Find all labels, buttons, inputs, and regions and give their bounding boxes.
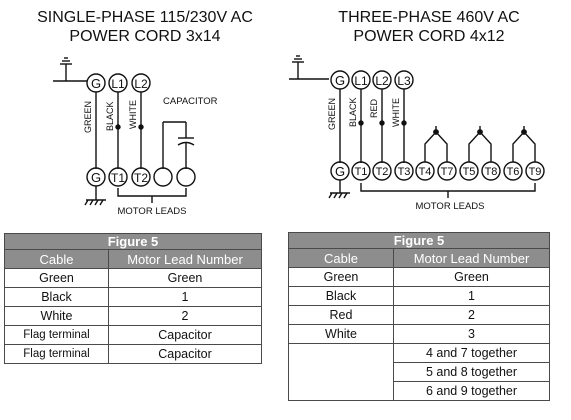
table-caption: Figure 5 xyxy=(4,233,262,250)
table-row: Flag terminal Capacitor xyxy=(4,344,262,364)
bottom-terminal-t2: T2 xyxy=(134,171,148,185)
motor-lead-cell: 4 and 7 together xyxy=(393,343,550,363)
table-row: White 3 xyxy=(288,324,550,344)
motor-leads-label: MOTOR LEADS xyxy=(416,201,485,212)
bottom-terminal-t7: T7 xyxy=(441,166,454,178)
ground-icon xyxy=(84,186,106,206)
single-phase-title-line1: SINGLE-PHASE 115/230V AC xyxy=(37,9,253,26)
motor-lead-cell: Capacitor xyxy=(108,344,262,364)
motor-lead-cell: 3 xyxy=(393,324,550,344)
ground-icon xyxy=(328,180,350,199)
column-header-cable: Cable xyxy=(288,248,394,268)
column-header-cable: Cable xyxy=(4,249,109,269)
cable-cell: Green xyxy=(4,268,109,288)
cable-cell: Black xyxy=(288,286,394,306)
wire-label-white: WHITE xyxy=(128,100,138,129)
cable-cell: Flag terminal xyxy=(4,344,109,364)
top-terminal-g: G xyxy=(335,73,345,88)
bottom-terminal-t8: T8 xyxy=(485,166,498,178)
motor-lead-cell: 1 xyxy=(393,286,550,306)
table-row: White 2 xyxy=(4,306,262,326)
bottom-terminal-g: G xyxy=(335,164,345,179)
top-terminal-l2: L2 xyxy=(134,77,148,91)
three-phase-wiring-diagram: G L1 L2 L3 GREEN BLACK RED WHITE G T1 T2… xyxy=(289,55,545,212)
motor-lead-cell: Green xyxy=(108,268,262,288)
table-row: 6 and 9 together xyxy=(289,381,550,401)
single-phase-title-line2: POWER CORD 3x14 xyxy=(69,28,221,45)
jumper-t5-t8 xyxy=(468,126,492,162)
jumper-t6-t9 xyxy=(512,126,536,162)
motor-lead-cell: Green xyxy=(393,267,550,287)
table-row: Black 1 xyxy=(4,287,262,307)
wire-label-green: GREEN xyxy=(327,98,337,130)
bottom-terminal-g: G xyxy=(91,170,101,185)
capacitor-icon xyxy=(162,121,195,169)
wire-label-green: GREEN xyxy=(83,101,93,133)
wire-label-white: WHITE xyxy=(391,98,401,127)
ground-icon xyxy=(53,57,87,82)
bottom-terminal-t9: T9 xyxy=(529,166,542,178)
bottom-terminal-t6: T6 xyxy=(507,166,520,178)
three-phase-table: Figure 5 Cable Motor Lead Number Green G… xyxy=(288,232,550,401)
wire-label-black: BLACK xyxy=(348,97,358,127)
table-row: Red 2 xyxy=(288,305,550,325)
cable-cell: Flag terminal xyxy=(4,325,109,345)
top-terminal-g: G xyxy=(91,76,101,91)
top-terminal-l2: L2 xyxy=(375,74,389,88)
bottom-terminal-t1: T1 xyxy=(111,171,125,185)
wire-label-red: RED xyxy=(369,98,379,118)
bottom-terminal-t5: T5 xyxy=(463,166,476,178)
motor-lead-cell: 5 and 8 together xyxy=(393,362,550,382)
motor-lead-cell: 2 xyxy=(108,306,262,326)
cable-cell: Red xyxy=(288,305,394,325)
single-phase-wiring-diagram: G L1 L2 GREEN BLACK WHITE CAPACITOR G T1… xyxy=(53,57,218,217)
three-phase-title-line1: THREE-PHASE 460V AC xyxy=(338,9,520,26)
single-phase-table: Figure 5 Cable Motor Lead Number Green G… xyxy=(4,233,262,364)
column-header-motor-lead: Motor Lead Number xyxy=(393,248,550,268)
table-row: Green Green xyxy=(4,268,262,288)
three-phase-title-line2: POWER CORD 4x12 xyxy=(353,28,505,45)
cable-cell: Green xyxy=(288,267,394,287)
ground-icon xyxy=(289,55,329,80)
table-row: Black 1 xyxy=(288,286,550,306)
bottom-terminal-t2: T2 xyxy=(376,166,389,178)
single-phase-title: SINGLE-PHASE 115/230V AC POWER CORD 3x14 xyxy=(6,8,284,46)
cable-cell: Black xyxy=(4,287,109,307)
table-caption: Figure 5 xyxy=(288,232,550,249)
top-terminal-l3: L3 xyxy=(397,74,411,88)
three-phase-title: THREE-PHASE 460V AC POWER CORD 4x12 xyxy=(294,8,564,46)
bottom-terminal-t3: T3 xyxy=(398,166,411,178)
column-header-motor-lead: Motor Lead Number xyxy=(108,249,262,269)
table-row: Green Green xyxy=(288,267,550,287)
cable-cell: White xyxy=(288,324,394,344)
cable-cell: White xyxy=(4,306,109,326)
table-row: 4 and 7 together xyxy=(288,343,550,401)
motor-lead-cell: 1 xyxy=(108,287,262,307)
capacitor-label: CAPACITOR xyxy=(163,96,218,107)
jumper-t4-t7 xyxy=(424,126,448,162)
wire-label-black: BLACK xyxy=(105,101,115,131)
top-terminal-l1: L1 xyxy=(354,74,368,88)
motor-leads-label: MOTOR LEADS xyxy=(118,206,187,217)
table-row: Flag terminal Capacitor xyxy=(4,325,262,345)
bottom-terminal-t4: T4 xyxy=(419,166,432,178)
motor-lead-cell: 6 and 9 together xyxy=(393,381,550,401)
bottom-terminal-t1: T1 xyxy=(355,166,368,178)
motor-lead-cell: 2 xyxy=(393,305,550,325)
motor-lead-cell: Capacitor xyxy=(108,325,262,345)
cable-cell-empty xyxy=(288,343,394,401)
top-terminal-l1: L1 xyxy=(111,77,125,91)
